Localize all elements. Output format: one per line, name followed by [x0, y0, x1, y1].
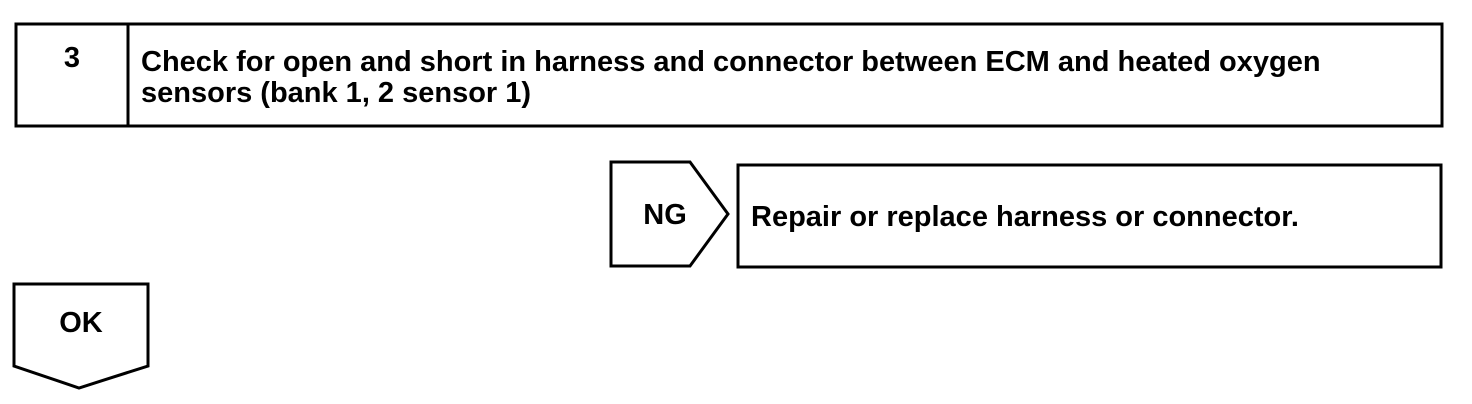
ng-label: NG	[643, 199, 687, 231]
ng-action-text: Repair or replace harness or connector.	[751, 201, 1299, 233]
step-box	[14, 22, 1444, 128]
step-number: 3	[63, 42, 81, 74]
ng-arrow	[609, 160, 730, 268]
step-title: Check for open and short in harness and …	[141, 46, 1321, 109]
ok-label: OK	[59, 307, 103, 339]
ok-arrow	[12, 282, 150, 390]
ng-action-box	[736, 163, 1443, 269]
